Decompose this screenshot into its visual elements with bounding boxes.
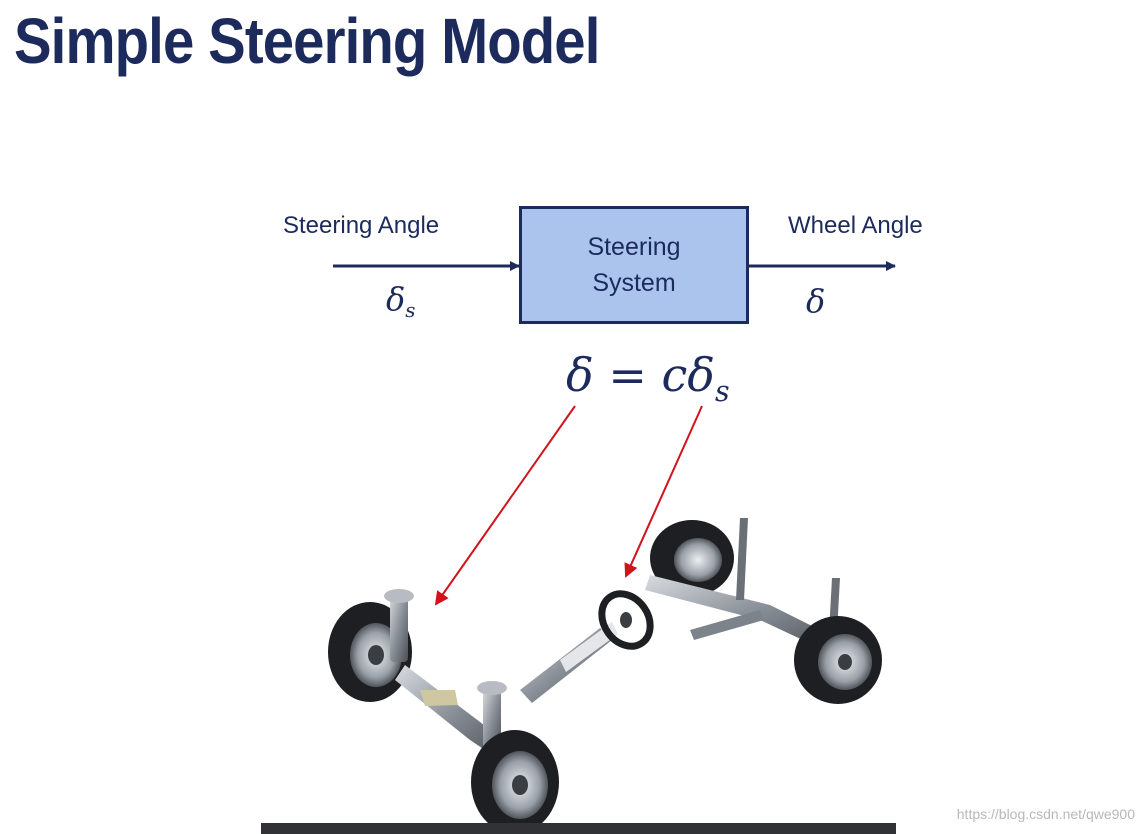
steering-angle-label: Steering Angle: [283, 212, 440, 239]
equation-equals: =: [593, 348, 662, 402]
steering-system-block: Steering System: [519, 206, 749, 324]
equation-rhs: δ: [687, 348, 715, 402]
equation-lhs: δ: [566, 348, 594, 402]
output-symbol: δ: [806, 282, 826, 320]
steering-wheel: [598, 590, 654, 650]
front-right-wheel: [471, 730, 559, 834]
video-control-bar: [261, 823, 896, 834]
rear-axle: [645, 518, 882, 704]
equation-coefficient: c: [661, 348, 688, 402]
block-label-line1: Steering: [587, 233, 681, 261]
wheel-angle-label: Wheel Angle: [788, 212, 923, 239]
rear-left-wheel: [650, 520, 734, 596]
watermark: https://blog.csdn.net/qwe900: [956, 806, 1135, 822]
equation-rhs-subscript: s: [714, 374, 730, 408]
red-arrow-to-steering-wheel: [624, 405, 703, 578]
rear-right-wheel: [794, 616, 882, 704]
red-arrow-to-wheels: [434, 405, 576, 606]
steering-equation: δ = cδs: [566, 348, 730, 408]
slide-title: Simple Steering Model: [14, 5, 600, 77]
input-symbol: δs: [386, 280, 416, 322]
chassis-illustration: [328, 518, 882, 834]
block-label-line2: System: [592, 269, 676, 297]
